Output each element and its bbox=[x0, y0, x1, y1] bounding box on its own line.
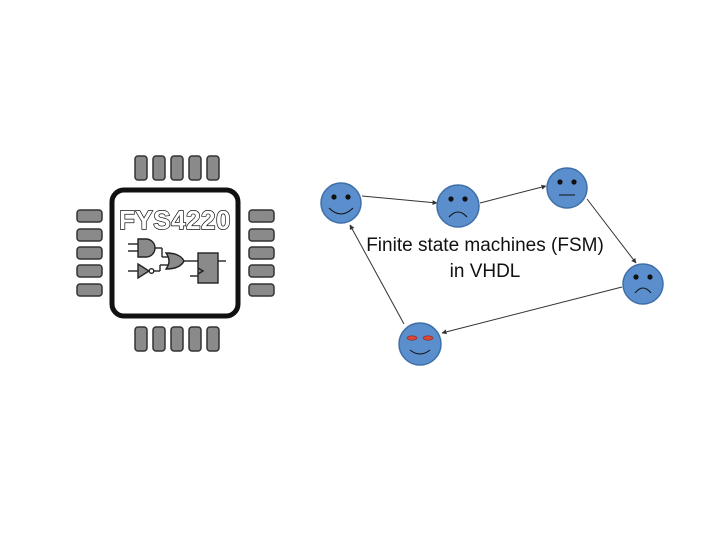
state-neutral-face-icon bbox=[546, 167, 588, 209]
chip-pins-top bbox=[134, 155, 220, 181]
chip-pins-bottom bbox=[134, 326, 220, 352]
logic-circuit-icon bbox=[128, 238, 226, 284]
state-red-eyes-face-icon bbox=[398, 322, 442, 366]
flip-flop-icon bbox=[190, 252, 226, 284]
microchip-icon: FYS4220 bbox=[76, 155, 275, 352]
state-sad-face-icon bbox=[436, 184, 480, 228]
chip-pins-left bbox=[76, 209, 103, 297]
transition-arrow bbox=[441, 286, 623, 335]
or-gate-icon bbox=[164, 252, 198, 270]
fsm-transitions bbox=[349, 184, 637, 335]
chip-body bbox=[109, 187, 241, 319]
fsm-title-line1: Finite state machines (FSM) bbox=[366, 235, 604, 256]
state-happy-face-icon bbox=[320, 182, 362, 224]
and-gate-icon bbox=[128, 238, 168, 258]
chip-pins-right bbox=[248, 209, 275, 297]
transition-arrow bbox=[361, 195, 438, 206]
transition-arrow bbox=[479, 184, 547, 204]
not-gate-icon bbox=[128, 262, 168, 280]
transition-arrow bbox=[586, 198, 637, 264]
fsm-title: Finite state machines (FSM) in VHDL bbox=[355, 233, 615, 285]
chip-label: FYS4220 bbox=[119, 205, 231, 235]
transition-arrow bbox=[349, 224, 405, 325]
state-frown-face-icon bbox=[622, 263, 664, 305]
fsm-title-line2: in VHDL bbox=[449, 261, 521, 282]
